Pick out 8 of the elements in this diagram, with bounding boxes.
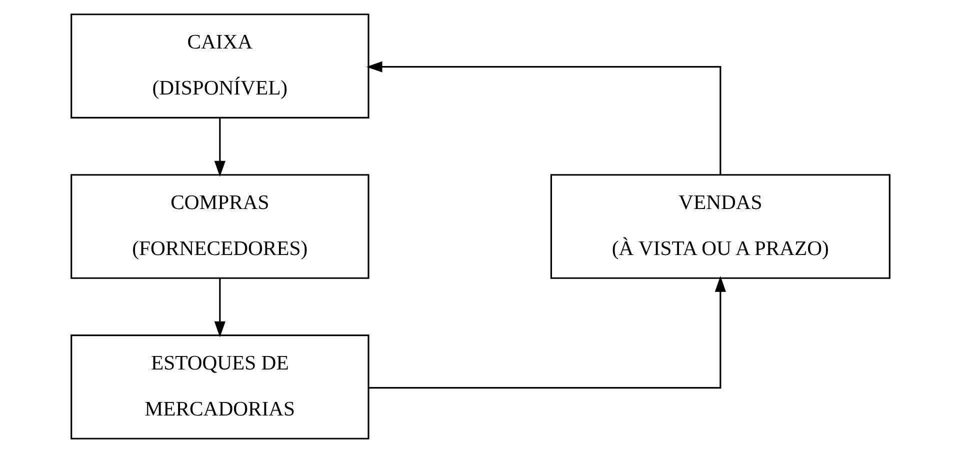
arrow xyxy=(368,276,726,389)
node-box: ESTOQUES DE MERCADORIAS xyxy=(70,334,369,440)
arrow xyxy=(214,118,225,177)
node-box: VENDAS (À VISTA OU A PRAZO) xyxy=(550,174,890,279)
arrow xyxy=(366,61,721,175)
node-box: COMPRAS (FORNECEDORES) xyxy=(70,174,369,279)
arrow xyxy=(214,278,225,338)
node-box: CAIXA (DISPONÍVEL) xyxy=(70,14,369,118)
